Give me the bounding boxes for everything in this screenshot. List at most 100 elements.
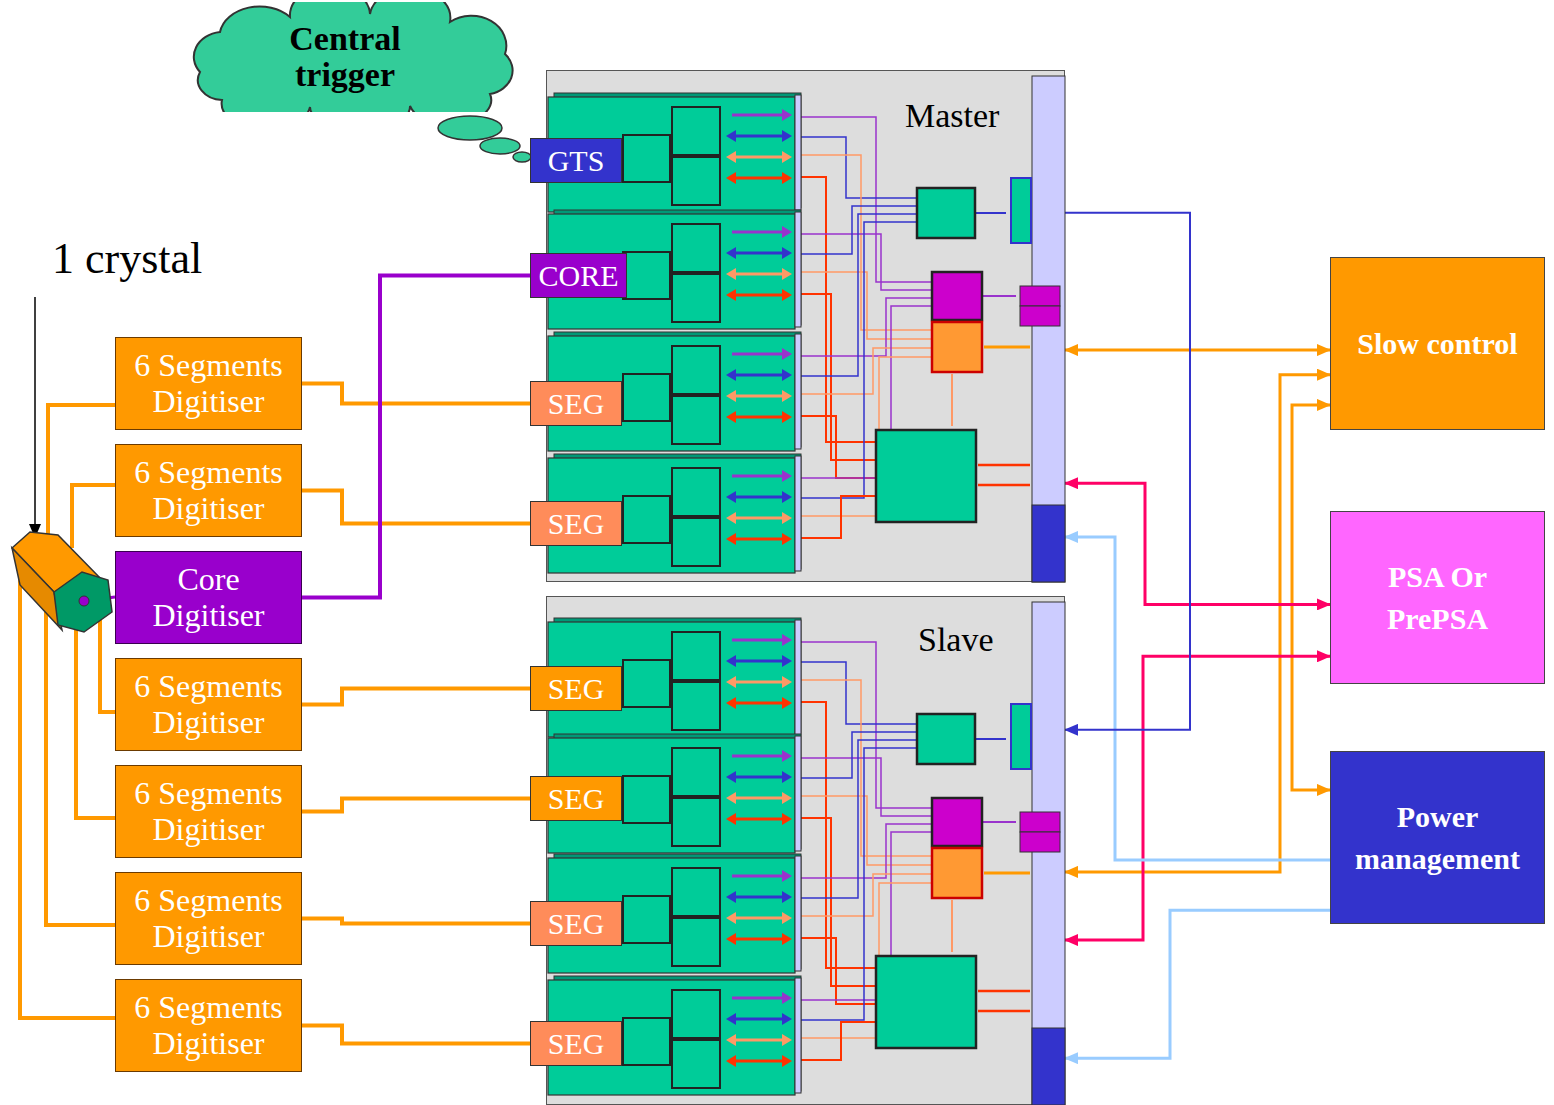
arrow-head: [782, 390, 792, 402]
cloud-shape: [194, 2, 513, 112]
bus-arrow: [732, 938, 784, 941]
card: [548, 738, 795, 853]
digitiser-box: 6 Segments Digitiser: [115, 872, 302, 965]
connector: [1065, 375, 1330, 872]
chip: [672, 107, 720, 155]
thought-bubble: [480, 138, 520, 154]
chip: [672, 682, 720, 730]
arrow-head: [782, 891, 792, 903]
chip: [672, 518, 720, 566]
arrow-head: [726, 676, 736, 688]
chip: [623, 1018, 670, 1065]
power-block: [1032, 1028, 1065, 1105]
crate: MasterGTSCORESEGSEG: [546, 70, 1065, 582]
box-label: SEG: [548, 1029, 605, 1059]
chip: [672, 798, 720, 846]
card-connector: [795, 456, 801, 571]
bus-arrow: [732, 273, 784, 276]
box-label: CORE: [538, 261, 618, 291]
port: [1020, 832, 1060, 852]
wire: [801, 137, 917, 198]
wire: [951, 900, 953, 952]
chip: [623, 660, 670, 707]
bus-arrow: [732, 395, 784, 398]
system-box: Slow control: [1330, 257, 1545, 430]
digitiser-box: Core Digitiser: [115, 551, 302, 644]
arrow-head: [782, 268, 792, 280]
box-label: 6 Segments Digitiser: [119, 776, 298, 848]
arrow-head: [782, 172, 792, 184]
arrow-head: [782, 1055, 792, 1067]
connector: [1065, 349, 1330, 352]
bus-arrow: [732, 252, 784, 255]
box-label: 6 Segments Digitiser: [119, 990, 298, 1062]
wire: [982, 821, 1016, 823]
crystal-wires: [20, 405, 115, 1018]
arrow-head: [782, 491, 792, 503]
bus-arrow: [732, 475, 784, 478]
arrow-head: [782, 1013, 792, 1025]
arrow-head: [726, 1055, 736, 1067]
connector: [1292, 405, 1330, 790]
bus-arrow: [732, 681, 784, 684]
wire: [801, 796, 932, 865]
box-label: SEG: [548, 509, 605, 539]
crate-title: Master: [902, 97, 1002, 135]
arrow-head: [782, 109, 792, 121]
card-connector: [795, 736, 801, 851]
crate-title: Slave: [915, 621, 997, 659]
arrow-head: [726, 891, 736, 903]
thought-bubble: [438, 116, 502, 140]
chip: [672, 396, 720, 444]
box-label: Power management: [1335, 796, 1540, 880]
bus-arrow: [732, 231, 784, 234]
bus-arrow: [732, 1039, 784, 1042]
card: [548, 622, 795, 737]
slow-control-chip: [932, 848, 982, 898]
crate-internals: [546, 70, 1065, 582]
bus-arrow: [732, 1018, 784, 1021]
bus-arrow: [732, 639, 784, 642]
arrow-head: [782, 151, 792, 163]
wire: [801, 662, 917, 724]
bus-arrow: [732, 660, 784, 663]
connector: [1065, 910, 1330, 1058]
readout-chip: [876, 430, 976, 522]
chip: [623, 374, 670, 421]
card-connector: [795, 334, 801, 449]
wire: [978, 464, 1030, 467]
arrow-head: [782, 750, 792, 762]
callout-label: 1 crystal: [52, 233, 202, 284]
system-box: Power management: [1330, 751, 1545, 924]
chip: [672, 748, 720, 796]
box-label: SEG: [548, 674, 605, 704]
wire: [801, 874, 932, 916]
arrow-head: [726, 369, 736, 381]
arrow-head: [726, 792, 736, 804]
arrow-head: [782, 992, 792, 1004]
arrow-head: [726, 933, 736, 945]
input-label-box: GTS: [530, 138, 622, 183]
port: [1020, 812, 1060, 832]
crate-internals: [546, 596, 1065, 1105]
thought-bubble: [513, 152, 531, 162]
box-label: 6 Segments Digitiser: [119, 883, 298, 955]
chip: [623, 252, 670, 299]
connector: [1065, 213, 1190, 730]
arrow-head: [782, 130, 792, 142]
arrow-head: [726, 512, 736, 524]
arrow-head: [782, 912, 792, 924]
arrow-head: [782, 933, 792, 945]
wire: [975, 738, 1006, 740]
chip: [672, 157, 720, 205]
crystal: [12, 532, 112, 632]
box-label: GTS: [548, 146, 605, 176]
arrow-head: [782, 512, 792, 524]
arrow-head: [726, 390, 736, 402]
wire: [975, 212, 1006, 214]
bus-arrow: [732, 797, 784, 800]
bus-arrow: [732, 1060, 784, 1063]
card: [548, 97, 795, 212]
arrow-head: [782, 792, 792, 804]
